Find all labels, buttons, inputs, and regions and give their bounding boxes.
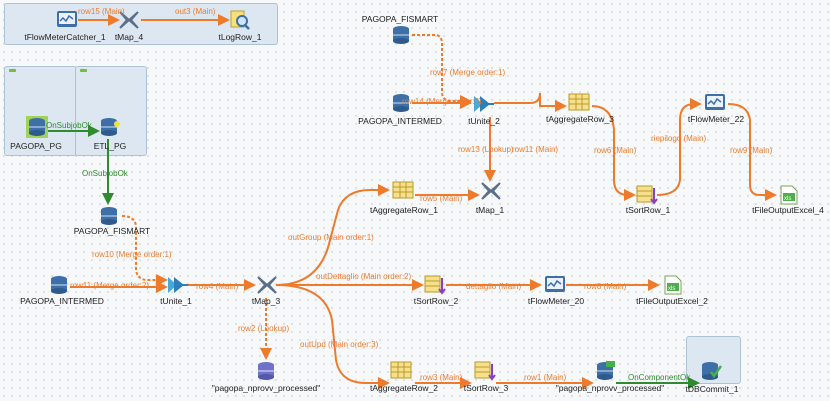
pagopa-fismart-top-db-icon[interactable] <box>390 24 412 46</box>
pagopa-intermed-left-label: PAGOPA_INTERMED <box>20 296 104 306</box>
conn-label-row7[interactable]: row7 (Merge order:1) <box>430 68 506 77</box>
conn-label-row2[interactable]: row2 (Lookup) <box>238 324 290 333</box>
tflowmeter20-label: tFlowMeter_20 <box>527 296 585 306</box>
taggregaterow3-icon[interactable] <box>568 92 590 114</box>
tsortrow1-icon[interactable] <box>636 184 658 206</box>
tunite2-label: tUnite_2 <box>468 116 500 126</box>
pagopa-fismart-top-label: PAGOPA_FISMART <box>361 14 439 24</box>
taggregaterow1-label: tAggregateRow_1 <box>369 205 439 215</box>
conn-label-row3[interactable]: row3 (Main) <box>420 373 463 382</box>
taggregaterow2-label: tAggregateRow_2 <box>369 383 439 393</box>
pagopa-nprovv-1-label: "pagopa_nprovv_processed" <box>211 383 321 393</box>
subjob-etl-pg[interactable] <box>75 66 147 156</box>
tlogrow-label: tLogRow_1 <box>218 32 262 42</box>
etl-pg-label: ETL_PG <box>93 141 127 151</box>
conn-label-out3[interactable]: out3 (Main) <box>175 7 216 16</box>
tflowmeter22-label: tFlowMeter_22 <box>687 114 745 124</box>
tsortrow2-icon[interactable] <box>424 274 446 296</box>
conn-label-outupd[interactable]: outUpd (Main order:3) <box>300 340 379 349</box>
conn-label-outgroup[interactable]: outGroup (Main order:1) <box>288 233 374 242</box>
wire-row6 <box>591 105 636 201</box>
tmap-icon[interactable] <box>118 9 140 31</box>
tunite2-icon[interactable] <box>472 93 494 115</box>
tsortrow2-label: tSortRow_2 <box>413 296 459 306</box>
conn-label-row8[interactable]: row8 (Main) <box>584 282 627 291</box>
tmap3-label: tMap_3 <box>251 296 281 306</box>
tdbcommit1-label: tDBCommit_1 <box>685 384 739 394</box>
tmap3-icon[interactable] <box>256 274 278 296</box>
tunite1-icon[interactable] <box>166 274 188 296</box>
conn-label-row15[interactable]: row15 (Main) <box>78 7 125 16</box>
conn-label-row11-merge[interactable]: row11 (Merge order:2) <box>70 281 149 290</box>
conn-label-dettaglio[interactable]: dettaglio (Main) <box>466 282 522 291</box>
tflowmetercatcher-icon[interactable] <box>56 9 78 31</box>
conn-label-row5[interactable]: row5 (Main) <box>420 194 463 203</box>
pagopa-intermed-top-db-icon[interactable] <box>390 92 412 114</box>
svg-text:xls: xls <box>668 286 675 292</box>
tmap4-label: tMap_4 <box>114 32 144 42</box>
pagopa-nprovv-2-db-icon[interactable] <box>594 360 616 382</box>
pagopa-intermed-left-db-icon[interactable] <box>48 274 70 296</box>
tsortrow3-label: tSortRow_3 <box>463 383 509 393</box>
tflowmeter22-icon[interactable] <box>704 92 726 114</box>
conn-label-oncomponentok[interactable]: OnComponentOk <box>628 373 691 382</box>
tfileoutputexcel4-icon[interactable]: xls <box>778 184 800 206</box>
wire-outupd <box>275 284 390 389</box>
pagopa-intermed-top-label: PAGOPA_INTERMED <box>358 116 442 126</box>
conn-label-onsubjobok-2[interactable]: OnSubjobOk <box>82 169 128 178</box>
taggregaterow1-icon[interactable] <box>392 180 414 202</box>
conn-label-row11-main[interactable]: row11 (Main) <box>512 145 559 154</box>
tmap1-label: tMap_1 <box>475 205 505 215</box>
pagopa-pg-label: PAGOPA_PG <box>10 141 62 151</box>
wire-row7 <box>412 34 472 107</box>
pagopa-fismart-left-db-icon[interactable] <box>98 205 120 227</box>
wire-row10 <box>121 215 168 286</box>
conn-label-row9[interactable]: row9 (Main) <box>730 146 773 155</box>
tfileoutputexcel2-icon[interactable]: xls <box>662 274 684 296</box>
wire-row9 <box>727 103 777 201</box>
pagopa-nprovv-1-db-icon[interactable] <box>255 360 277 382</box>
svg-text:xls: xls <box>784 196 791 202</box>
tmap1-icon[interactable] <box>480 180 502 202</box>
conn-label-onsubjobok-1[interactable]: OnSubjobOk <box>46 121 92 130</box>
wire-outgroup <box>275 184 390 286</box>
conn-label-row4[interactable]: row4 (Main) <box>196 282 239 291</box>
taggregaterow3-label: tAggregateRow_3 <box>545 114 615 124</box>
conn-label-row14[interactable]: row14 (Merge order:2) <box>402 97 482 106</box>
tfileoutputexcel4-label: tFileOutputExcel_4 <box>752 205 824 215</box>
conn-label-outdettaglio[interactable]: outDettaglio (Main order:2) <box>316 272 412 281</box>
tlogrow-icon[interactable] <box>228 9 250 31</box>
tsortrow3-icon[interactable] <box>474 360 496 382</box>
tfileoutputexcel2-label: tFileOutputExcel_2 <box>636 296 708 306</box>
conn-label-row1[interactable]: row1 (Main) <box>524 373 567 382</box>
pagopa-pg-db-icon[interactable] <box>26 116 48 138</box>
tsortrow1-label: tSortRow_1 <box>625 205 671 215</box>
tflowmetercatcher-label: tFlowMeterCatcher_1 <box>24 32 106 42</box>
taggregaterow2-icon[interactable] <box>390 360 412 382</box>
tunite1-label: tUnite_1 <box>160 296 192 306</box>
conn-label-row13[interactable]: row13 (Lookup) <box>458 145 514 154</box>
pagopa-nprovv-2-label: "pagopa_nprovv_processed" <box>555 383 665 393</box>
conn-label-riepilogo[interactable]: riepilogo (Main) <box>651 134 707 143</box>
conn-label-row10[interactable]: row10 (Merge order:1) <box>92 250 172 259</box>
tdbcommit1-icon[interactable] <box>700 360 722 382</box>
wire-row11-main <box>494 92 567 112</box>
wire-riepilogo <box>656 98 702 196</box>
subjob-pagopa-pg[interactable] <box>4 66 77 156</box>
etl-pg-db-icon[interactable] <box>98 116 120 138</box>
conn-label-row6[interactable]: row6 (Main) <box>594 146 637 155</box>
pagopa-fismart-left-label: PAGOPA_FISMART <box>73 226 151 236</box>
tflowmeter20-icon[interactable] <box>544 274 566 296</box>
